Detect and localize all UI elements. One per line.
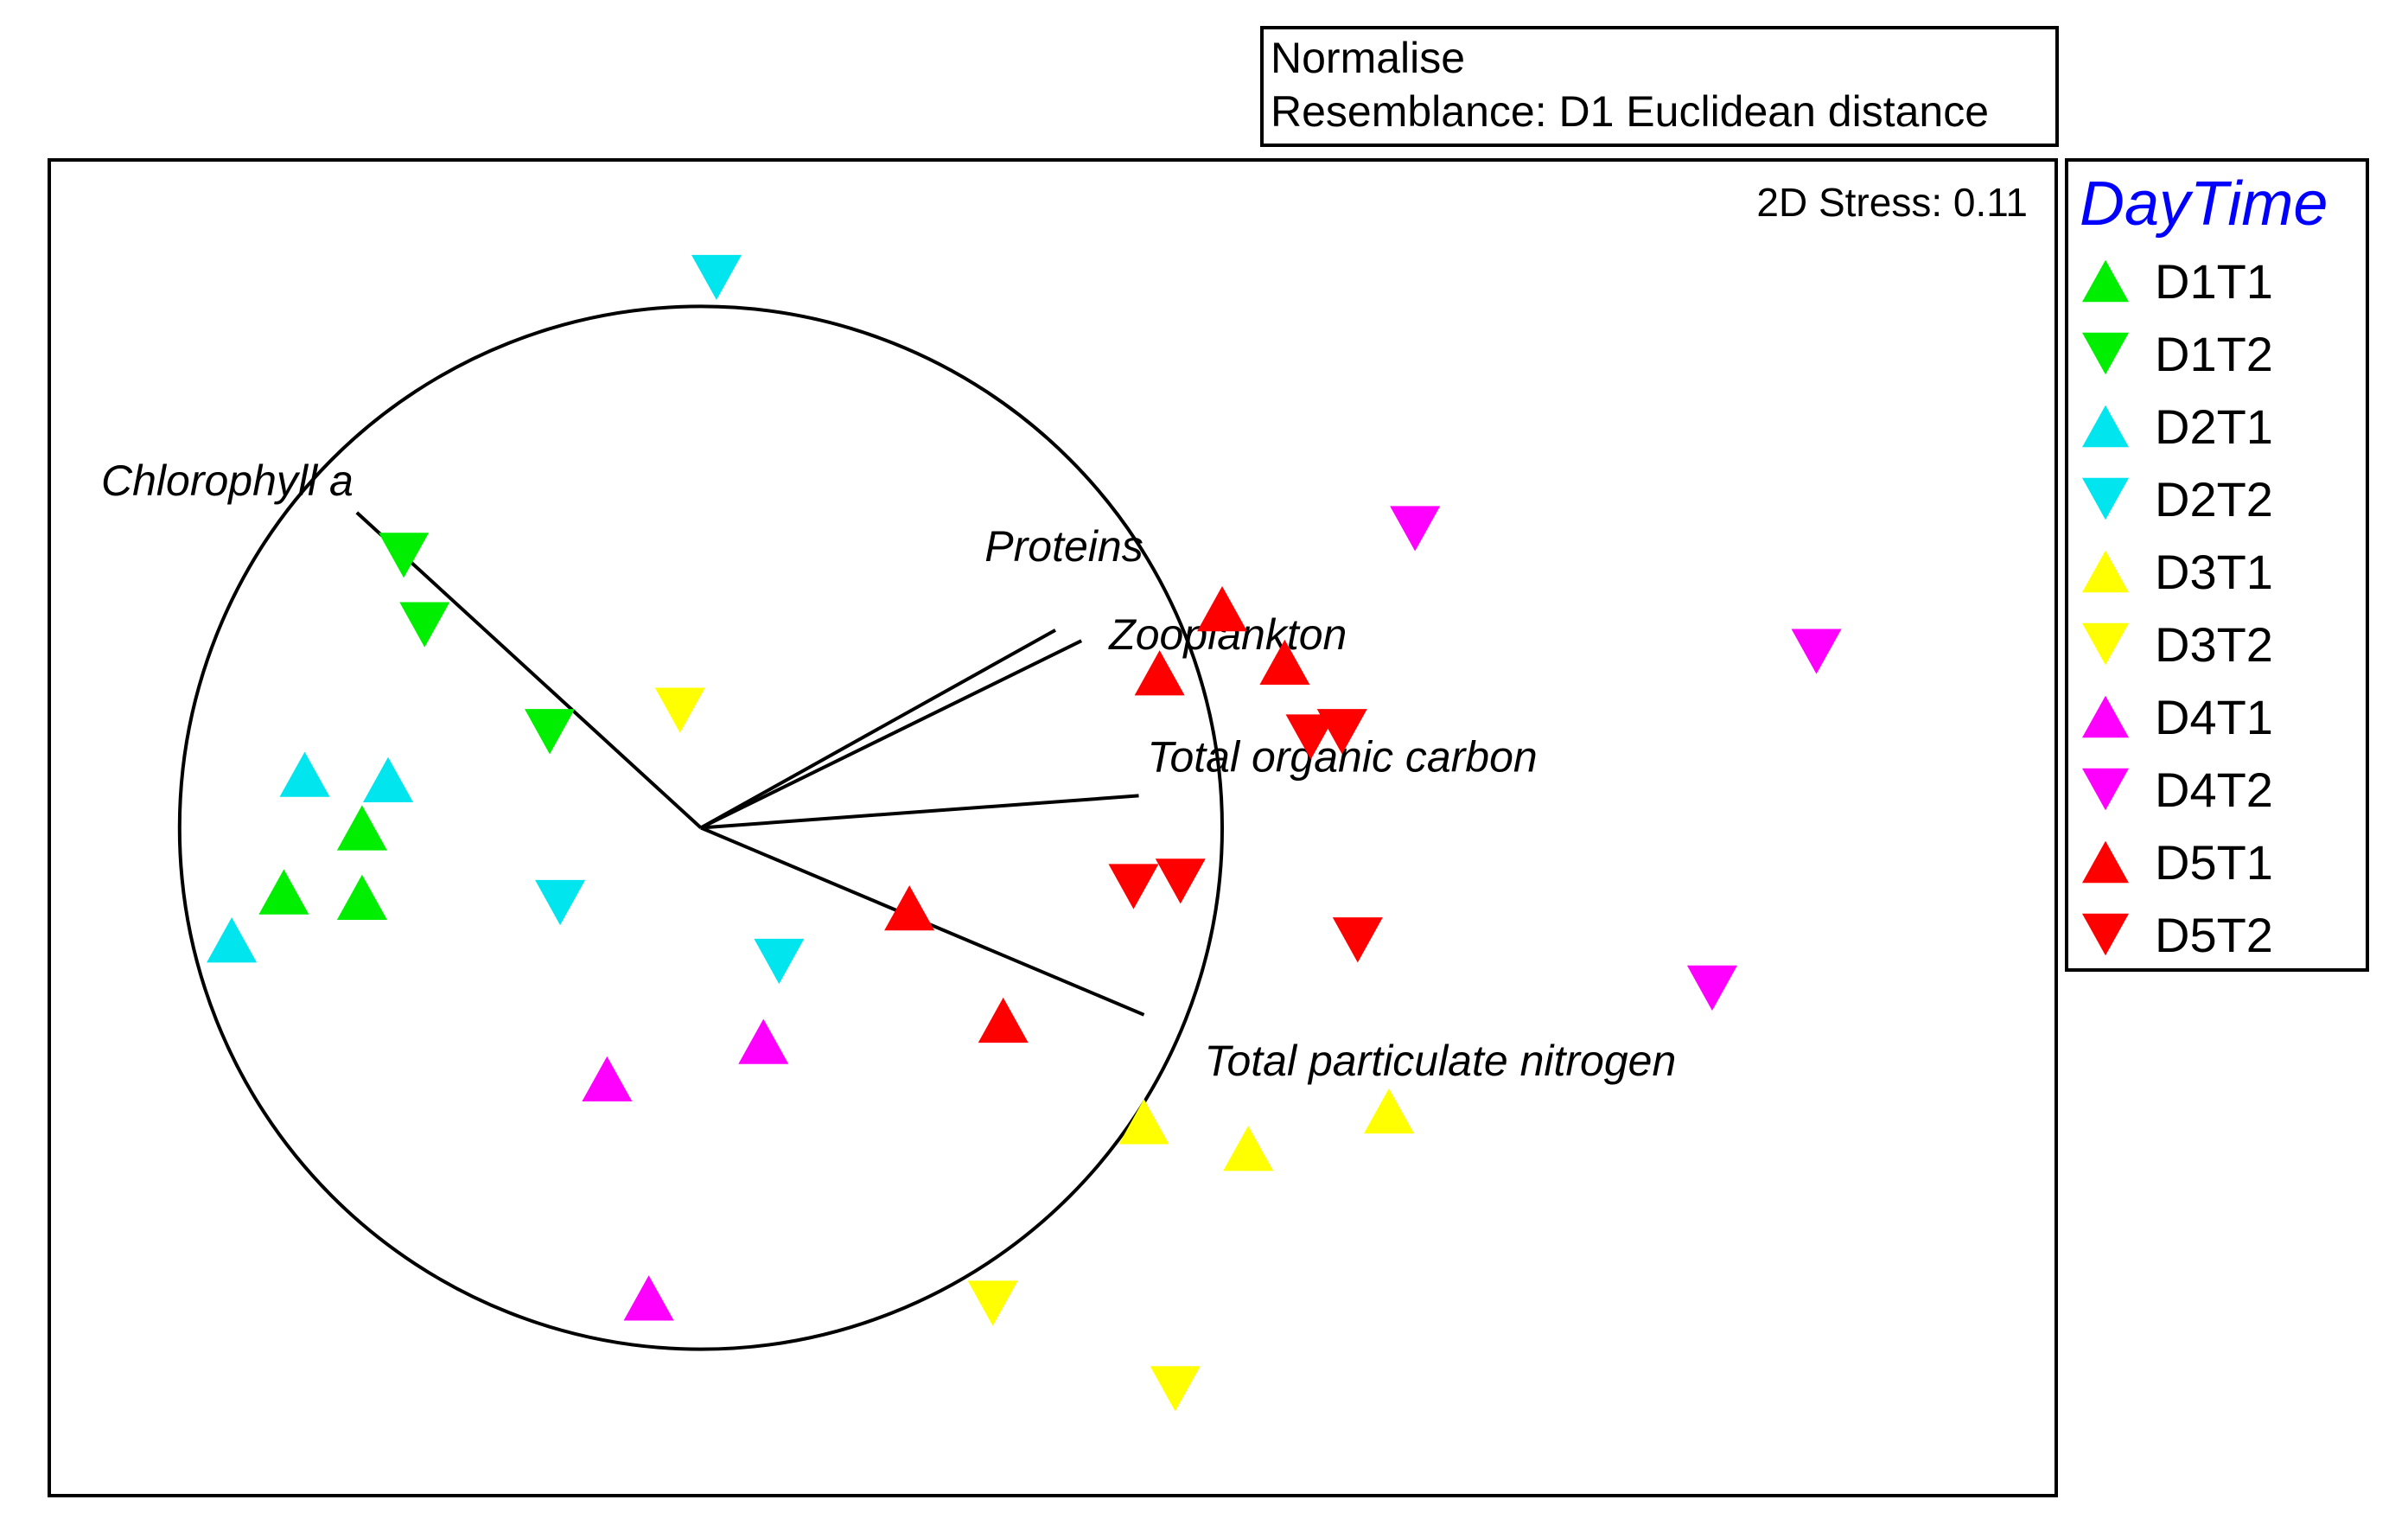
legend-marker-d5t1 bbox=[2082, 840, 2129, 884]
point-d2t2 bbox=[691, 254, 742, 301]
point-d5t1 bbox=[1259, 639, 1310, 686]
legend-label-d3t1: D3T1 bbox=[2155, 545, 2273, 599]
legend-title: DayTime bbox=[2080, 169, 2328, 239]
point-d4t1 bbox=[582, 1056, 633, 1102]
point-d1t2 bbox=[399, 602, 450, 648]
point-d5t1 bbox=[1134, 650, 1185, 696]
vector-line-proteins bbox=[699, 629, 1056, 830]
legend-label-d5t2: D5T2 bbox=[2155, 908, 2273, 962]
legend-label-d3t2: D3T2 bbox=[2155, 617, 2273, 672]
point-d1t1 bbox=[258, 869, 309, 915]
vector-line-total-organic-carbon bbox=[700, 794, 1139, 830]
legend-frame bbox=[2065, 158, 2369, 972]
vector-line-zooplankton bbox=[700, 639, 1083, 830]
point-d3t2 bbox=[1150, 1366, 1201, 1412]
point-d4t1 bbox=[738, 1018, 789, 1064]
point-d5t2 bbox=[1108, 864, 1159, 909]
point-d2t2 bbox=[535, 879, 586, 926]
legend-label-d2t2: D2T2 bbox=[2155, 472, 2273, 526]
legend-marker-d5t2 bbox=[2082, 913, 2129, 956]
point-d4t2 bbox=[1686, 965, 1737, 1011]
point-d4t2 bbox=[1791, 629, 1842, 674]
point-d5t1 bbox=[884, 885, 935, 931]
legend-marker-d3t1 bbox=[2082, 550, 2129, 593]
legend-label-d1t1: D1T1 bbox=[2155, 254, 2273, 309]
point-d3t2 bbox=[654, 687, 705, 733]
legend-label-d1t2: D1T2 bbox=[2155, 327, 2273, 381]
info-line-normalise: Normalise bbox=[1271, 34, 1465, 82]
vector-label-total-particulate-nitrogen: Total particulate nitrogen bbox=[1205, 1037, 1677, 1085]
point-d5t2 bbox=[1332, 917, 1383, 963]
legend-marker-d4t1 bbox=[2082, 695, 2129, 738]
legend-marker-d2t2 bbox=[2082, 477, 2129, 520]
legend-marker-d3t2 bbox=[2082, 622, 2129, 666]
stress-label: 2D Stress: 0.11 bbox=[1756, 180, 2028, 225]
legend-label-d5t1: D5T1 bbox=[2155, 835, 2273, 890]
info-line-resemblance: Resemblance: D1 Euclidean distance bbox=[1271, 87, 1989, 136]
legend-marker-d4t2 bbox=[2082, 768, 2129, 811]
data-points bbox=[207, 254, 1842, 1412]
vector-line-chlorophyll-a bbox=[355, 511, 703, 829]
point-d5t2 bbox=[1155, 858, 1206, 904]
legend-marker-d2t1 bbox=[2082, 405, 2129, 448]
point-d2t1 bbox=[279, 751, 330, 797]
point-d1t1 bbox=[336, 805, 387, 851]
point-d5t1 bbox=[1197, 586, 1248, 632]
point-d3t1 bbox=[1223, 1126, 1274, 1171]
info-box: Normalise Resemblance: D1 Euclidean dist… bbox=[1260, 26, 2059, 147]
point-d2t2 bbox=[754, 938, 805, 985]
plot-frame bbox=[48, 158, 2058, 1497]
point-d1t2 bbox=[379, 533, 430, 578]
point-d4t1 bbox=[623, 1275, 674, 1321]
point-d2t1 bbox=[363, 756, 414, 802]
vector-label-chlorophyll-a: Chlorophyll a bbox=[101, 456, 354, 505]
info-box-frame bbox=[1260, 26, 2059, 147]
correlation-circle bbox=[177, 304, 1225, 1351]
legend: DayTime D1T1D1T2D2T1D2T2D3T1D3T2D4T1D4T2… bbox=[2065, 158, 2369, 972]
point-d5t1 bbox=[978, 997, 1029, 1043]
point-d3t1 bbox=[1118, 1099, 1169, 1145]
point-d3t1 bbox=[1364, 1088, 1415, 1134]
point-d1t1 bbox=[336, 874, 387, 920]
point-d1t2 bbox=[524, 709, 575, 755]
point-d5t2 bbox=[1316, 709, 1367, 755]
point-d2t1 bbox=[207, 917, 258, 963]
legend-label-d4t1: D4T1 bbox=[2155, 690, 2273, 744]
point-d3t2 bbox=[967, 1280, 1018, 1326]
legend-label-d4t2: D4T2 bbox=[2155, 763, 2273, 817]
vector-label-proteins: Proteins bbox=[984, 522, 1143, 571]
legend-marker-d1t1 bbox=[2082, 259, 2129, 303]
point-d4t2 bbox=[1390, 506, 1441, 552]
point-d5t2 bbox=[1285, 714, 1336, 760]
legend-label-d2t1: D2T1 bbox=[2155, 399, 2273, 454]
legend-marker-d1t2 bbox=[2082, 332, 2129, 375]
